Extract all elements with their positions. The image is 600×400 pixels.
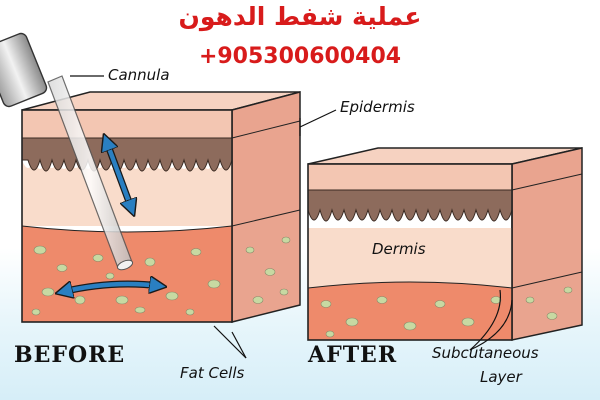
label-epidermis: Epidermis <box>340 98 415 116</box>
label-dermis: Dermis <box>372 240 426 258</box>
horizontal-arrow-icon <box>62 284 160 292</box>
vertical-arrow-icon <box>106 140 132 210</box>
label-fat-cells: Fat Cells <box>180 364 245 382</box>
phone-number: +905300600404 <box>198 44 402 69</box>
label-subcutaneous-layer: Layer <box>480 368 522 386</box>
label-before: BEFORE <box>14 342 126 368</box>
page-title: عملية شفط الدهون <box>178 2 422 31</box>
leader-lines <box>70 75 513 359</box>
label-after: AFTER <box>308 342 398 368</box>
label-subcutaneous: Subcutaneous <box>432 344 539 362</box>
label-cannula: Cannula <box>108 66 170 84</box>
cannula-instrument <box>0 32 134 271</box>
after-skin-block <box>307 147 583 341</box>
